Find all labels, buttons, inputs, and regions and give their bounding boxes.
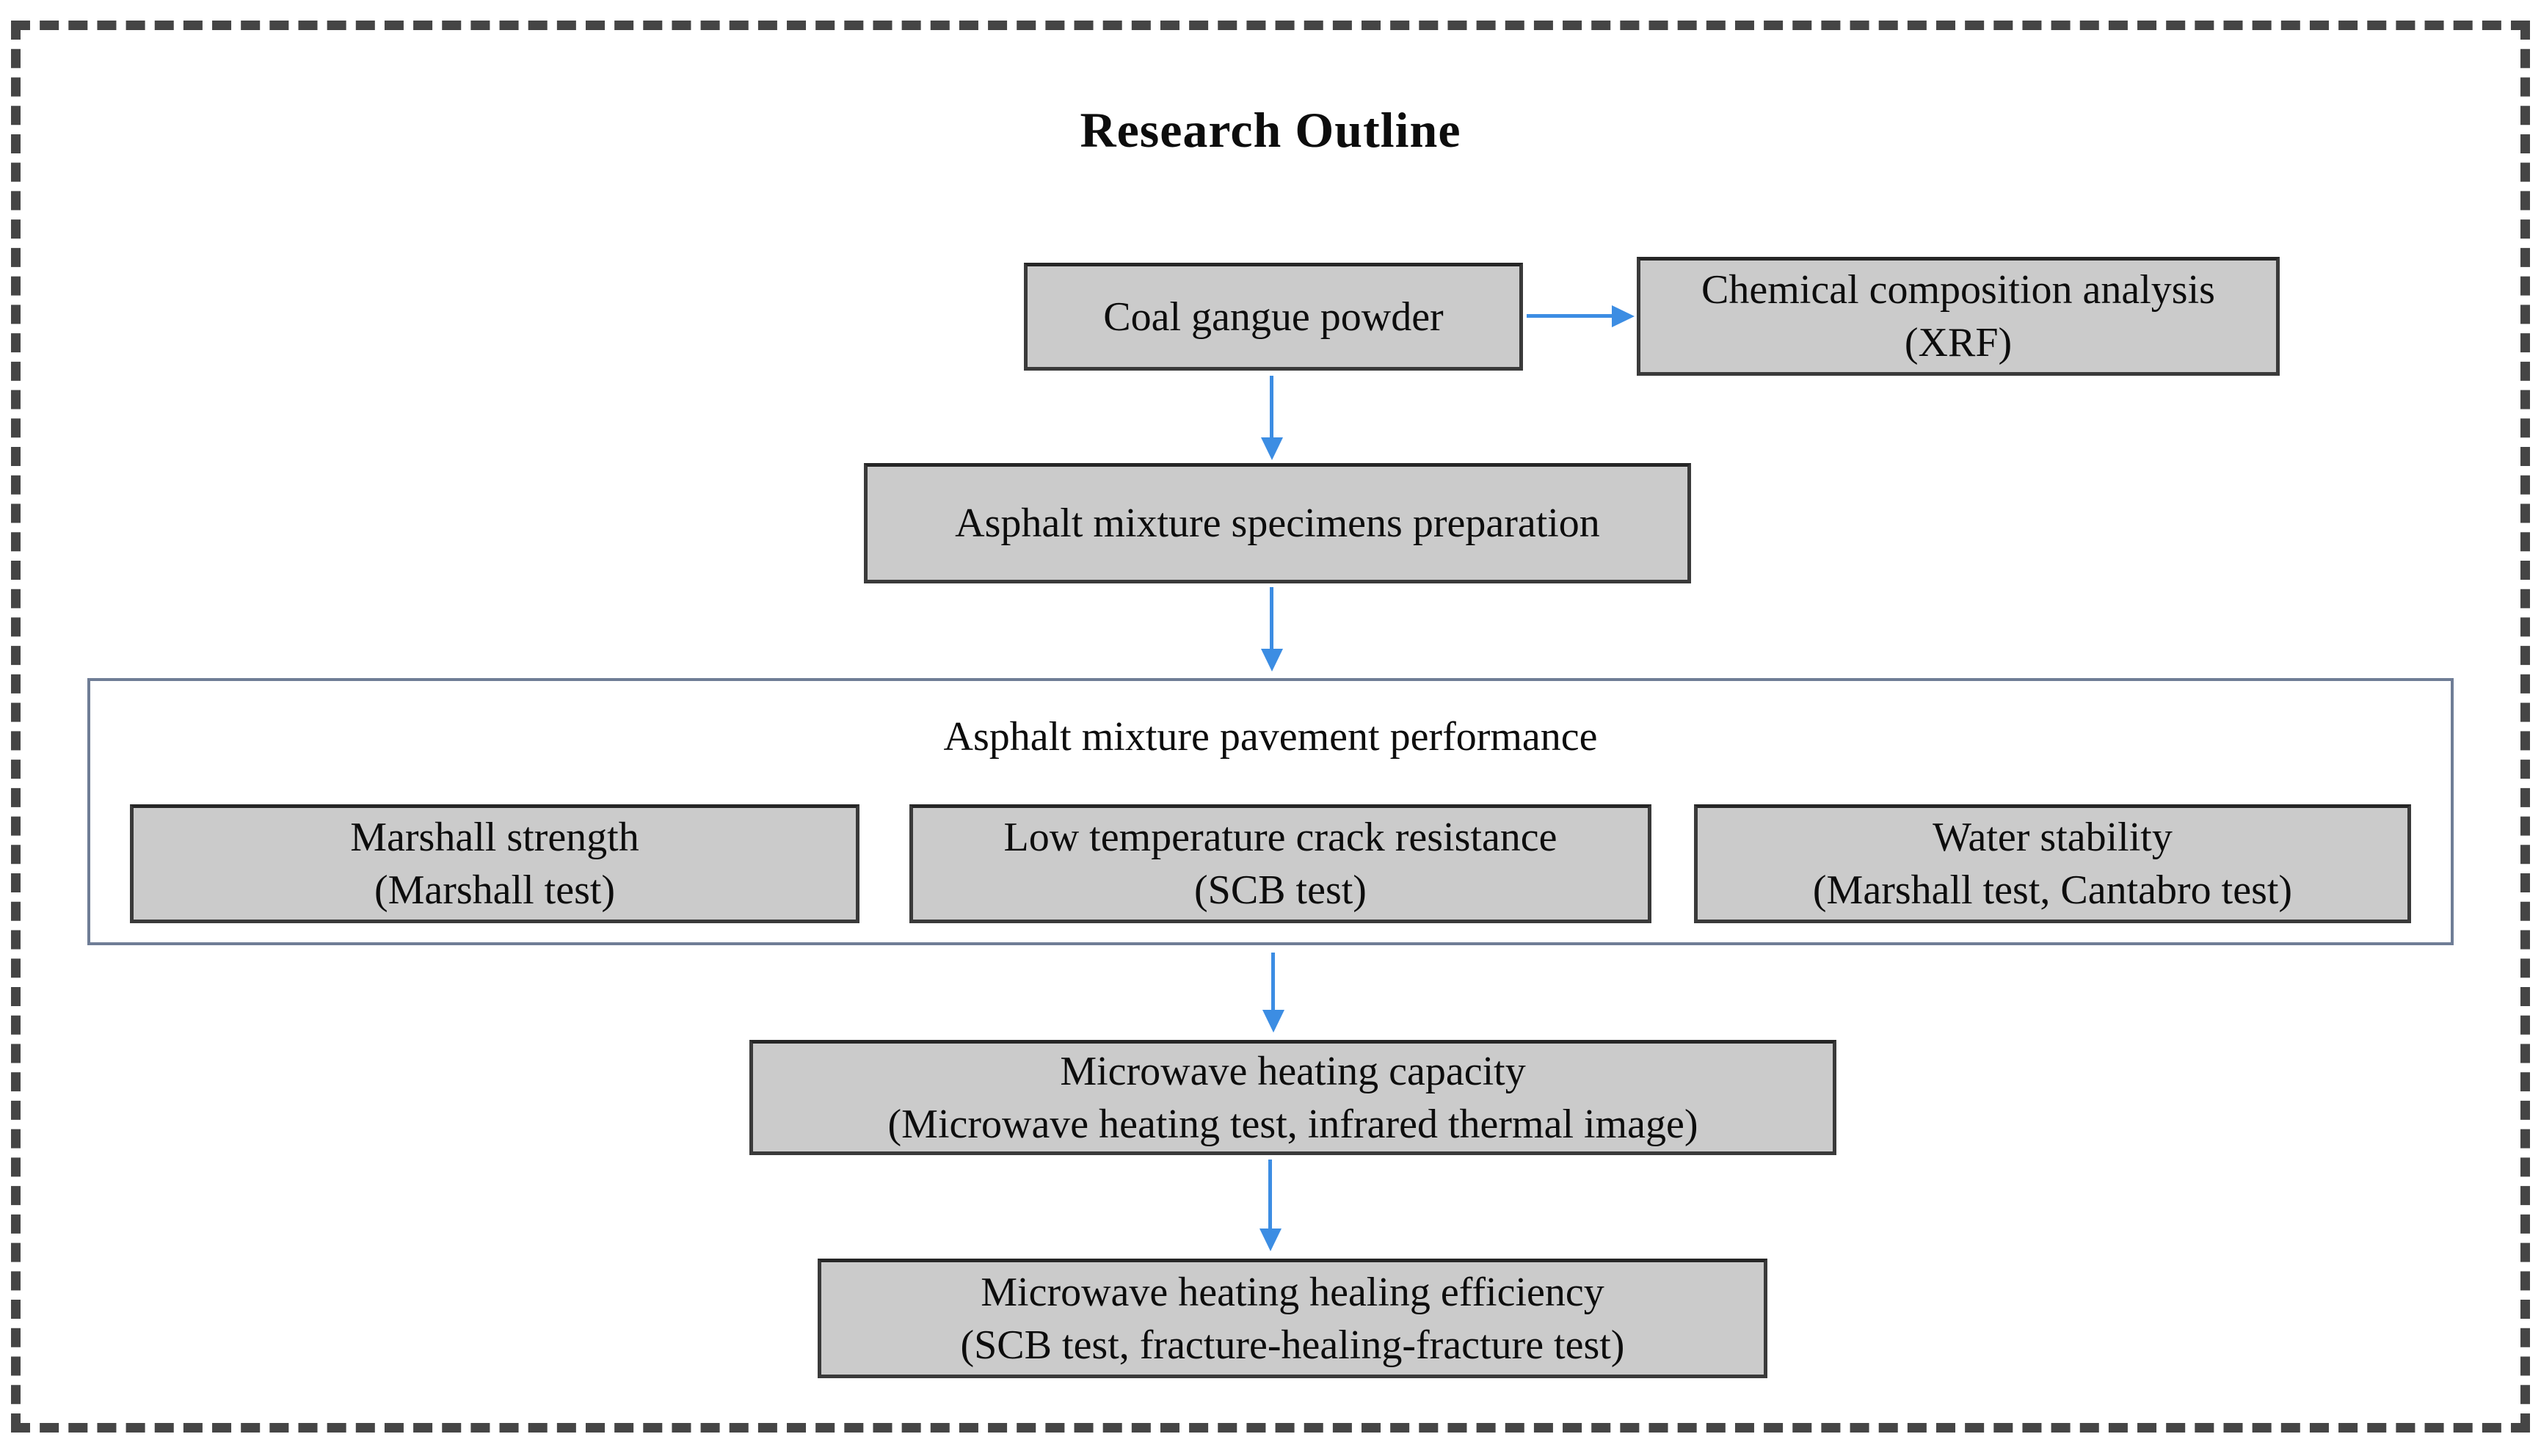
node-microwave-heating-capacity: Microwave heating capacity (Microwave he… bbox=[749, 1040, 1836, 1155]
down-arrowhead-icon bbox=[1261, 649, 1283, 671]
node-low-temperature-crack-resistance: Low temperature crack resistance (SCB te… bbox=[909, 804, 1651, 923]
arrow-shaft bbox=[1271, 953, 1275, 1011]
node-label-line1: Microwave heating capacity bbox=[1060, 1048, 1526, 1094]
group-title: Asphalt mixture pavement performance bbox=[943, 714, 1598, 760]
down-arrowhead-icon bbox=[1261, 437, 1283, 460]
node-label: Coal gangue powder bbox=[1103, 294, 1444, 340]
outer-dashed-frame bbox=[11, 21, 2530, 1433]
node-label-line2: (SCB test, fracture-healing-fracture tes… bbox=[960, 1322, 1625, 1368]
node-label: Asphalt mixture specimens preparation bbox=[955, 500, 1600, 546]
node-microwave-heating-healing-efficiency: Microwave heating healing efficiency (SC… bbox=[818, 1259, 1767, 1378]
down-arrowhead-icon bbox=[1259, 1228, 1282, 1251]
node-label-line2: (Marshall test, Cantabro test) bbox=[1812, 867, 2293, 913]
arrow-shaft bbox=[1268, 1160, 1272, 1230]
node-water-stability: Water stability (Marshall test, Cantabro… bbox=[1694, 804, 2411, 923]
page-title: Research Outline bbox=[1080, 102, 1461, 158]
right-arrowhead-icon bbox=[1612, 305, 1635, 327]
node-label-line2: (Microwave heating test, infrared therma… bbox=[887, 1101, 1698, 1147]
node-label-line2: (SCB test) bbox=[1194, 867, 1367, 913]
arrow-shaft bbox=[1270, 587, 1273, 650]
down-arrowhead-icon bbox=[1262, 1010, 1284, 1033]
node-coal-gangue-powder: Coal gangue powder bbox=[1024, 263, 1523, 371]
node-label-line1: Low temperature crack resistance bbox=[1003, 815, 1557, 860]
node-chemical-composition-analysis: Chemical composition analysis (XRF) bbox=[1637, 257, 2280, 376]
arrow-shaft bbox=[1270, 376, 1273, 439]
node-label-line2: (Marshall test) bbox=[374, 867, 616, 913]
node-label-line1: Microwave heating healing efficiency bbox=[981, 1269, 1604, 1315]
node-label-line1: Water stability bbox=[1933, 815, 2173, 860]
arrow-shaft bbox=[1527, 314, 1613, 318]
node-label-line1: Chemical composition analysis bbox=[1701, 267, 2215, 313]
node-label-line2: (XRF) bbox=[1904, 320, 2013, 365]
group-pavement-performance: Asphalt mixture pavement performance Mar… bbox=[87, 678, 2454, 945]
node-label-line1: Marshall strength bbox=[350, 815, 639, 860]
node-marshall-strength: Marshall strength (Marshall test) bbox=[130, 804, 859, 923]
node-asphalt-mixture-specimens-preparation: Asphalt mixture specimens preparation bbox=[864, 463, 1691, 583]
